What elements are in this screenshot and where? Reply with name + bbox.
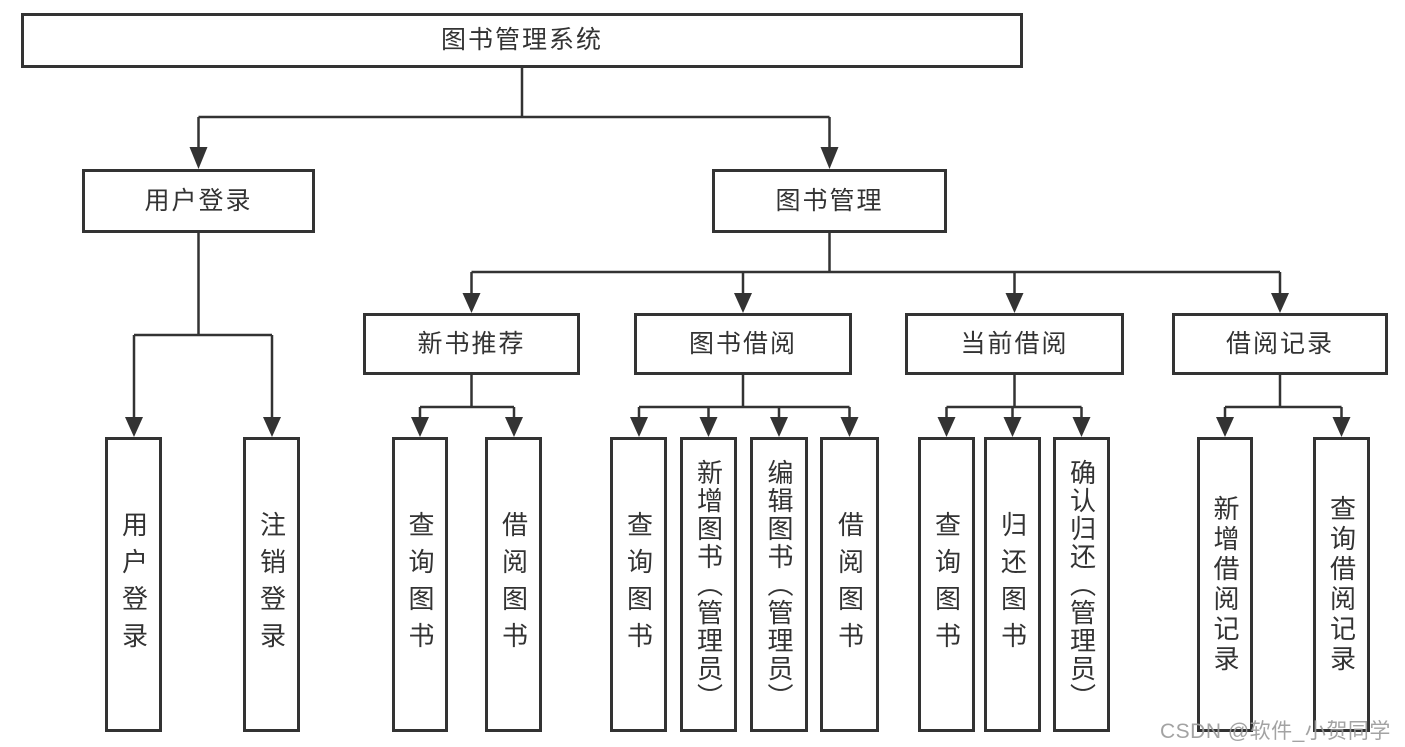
leaf-logout: 注销登录 [243, 437, 300, 732]
csdn-watermark: CSDN @软件_小贺同学 [1160, 720, 1391, 743]
node-library-management-system: 图书管理系统 [21, 13, 1023, 68]
leaf-user-login: 用户登录 [105, 437, 162, 732]
leaf-return-book: 归还图书 [984, 437, 1041, 732]
node-current-borrowing: 当前借阅 [905, 313, 1124, 375]
leaf-borrow-books-recommend: 借阅图书 [485, 437, 542, 732]
node-book-management: 图书管理 [712, 169, 947, 233]
leaf-query-books-current: 查询图书 [918, 437, 975, 732]
node-user-login: 用户登录 [82, 169, 315, 233]
node-new-book-recommendation: 新书推荐 [363, 313, 580, 375]
leaf-borrow-books: 借阅图书 [820, 437, 879, 732]
leaf-query-books-borrow: 查询图书 [610, 437, 667, 732]
node-borrowing-records: 借阅记录 [1172, 313, 1388, 375]
node-book-borrowing: 图书借阅 [634, 313, 852, 375]
leaf-add-borrow-record: 新增借阅记录 [1197, 437, 1253, 732]
leaf-query-books-recommend: 查询图书 [392, 437, 448, 732]
leaf-confirm-return-admin: 确认归还（管理员） [1053, 437, 1110, 732]
leaf-edit-book-admin: 编辑图书（管理员） [750, 437, 808, 732]
leaf-add-book-admin: 新增图书（管理员） [680, 437, 737, 732]
leaf-query-borrow-record: 查询借阅记录 [1313, 437, 1370, 732]
